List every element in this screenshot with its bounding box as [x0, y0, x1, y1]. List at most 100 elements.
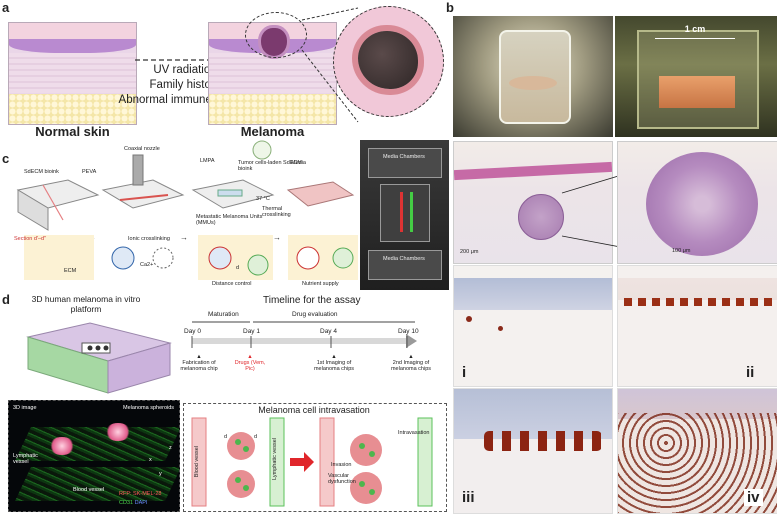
label-section: Section d'–d''	[14, 236, 47, 242]
label-spheroids: Melanoma spheroids	[123, 405, 175, 411]
media-chamber-bottom	[368, 250, 442, 280]
ihc-label-iii: iii	[462, 489, 475, 506]
confocal-3d-image: 3D image Melanoma spheroids Lymphatic ve…	[8, 400, 180, 512]
svg-text:→: →	[273, 233, 281, 242]
label-intravasation: Intravasation	[398, 430, 430, 436]
label-media: Media	[291, 160, 306, 166]
axis-z: z	[169, 445, 172, 451]
label-media-chambers-bottom: Media Chambers	[383, 256, 425, 262]
chip-photo-top	[453, 16, 613, 137]
tumor-cell-cluster	[358, 31, 418, 89]
cause-family: Family history	[149, 79, 221, 91]
event-imaging-2: ▲2nd Imaging of melanoma chips	[390, 354, 432, 373]
vessel-red	[400, 192, 403, 232]
vessel-green	[410, 192, 413, 232]
label-vascular: Vascular dysfunction	[328, 473, 356, 486]
pigment-dot	[466, 316, 472, 322]
ihc-label-ii: ii	[746, 364, 755, 381]
spheroid-1	[49, 437, 75, 455]
ihc-image-iii: iii	[453, 388, 613, 514]
chip-device-photo: Media Chambers Media Chambers	[360, 140, 449, 290]
ihc-image-ii: ii	[617, 265, 777, 387]
panel-d-letter: d	[2, 292, 10, 307]
cause-uv: UV radiation	[153, 64, 217, 76]
step2-nozzle	[101, 154, 185, 209]
label-blood: Blood vessel	[73, 487, 105, 493]
event-drugs-text: Drugs (Vem, Pic)	[234, 360, 266, 373]
label-nutrient: Nutrient supply	[302, 281, 339, 287]
phase-drug: Drug evaluation	[292, 311, 338, 318]
he-scale-left: 200 μm	[460, 249, 479, 255]
melanoma-label: Melanoma	[240, 124, 305, 139]
event-imaging-1: ▲1st Imaging of melanoma chips	[313, 354, 355, 373]
chip-photo-side: 1 cm	[615, 16, 777, 137]
normal-skin-label: Normal skin	[35, 124, 110, 139]
timeline-title: Timeline for the assay	[263, 295, 361, 306]
fabrication-schematic: → → →	[16, 140, 358, 280]
label-distance-control: Distance control	[212, 281, 252, 287]
label-lymphatic: Lymphatic vessel	[13, 453, 38, 466]
mounting-chamber	[380, 184, 430, 242]
spheroid-2	[105, 423, 131, 441]
label-blood-vessel: Blood vessel	[194, 446, 200, 478]
panel-a-letter: a	[2, 0, 10, 15]
pigment-band-ii	[624, 298, 772, 306]
axis-y: y	[159, 471, 162, 477]
label-ca: Ca2+	[140, 262, 154, 268]
ihc-epidermis-iii	[454, 389, 612, 439]
step3-lmpa	[191, 140, 275, 209]
normal-skin-illustration	[8, 22, 137, 125]
event-drugs: ▲Drugs (Vem, Pic)	[234, 354, 266, 373]
pigment-band-iii	[484, 431, 602, 451]
ihc-label-iv: iv	[744, 489, 763, 506]
event-imaging-1-text: 1st Imaging of melanoma chips	[313, 360, 355, 373]
day-4: Day 4	[320, 328, 337, 335]
label-3d-image: 3D image	[13, 405, 37, 411]
label-peva: PEVA	[82, 169, 97, 175]
legend-cd31-dapi: CD31 DAPI	[119, 500, 147, 506]
label-sdecm: SdECM bioink	[24, 169, 59, 175]
ihc-image-iv: iv	[617, 388, 777, 514]
construct-side	[659, 76, 735, 108]
intravasation-schematic	[191, 417, 433, 507]
label-lmpa: LMPA	[200, 158, 215, 164]
platform-3d-model	[26, 322, 172, 394]
construct-top	[509, 76, 557, 90]
step1-chip	[16, 179, 100, 231]
phase-maturation: Maturation	[208, 311, 239, 318]
svg-text:→: →	[180, 233, 188, 242]
section-row	[24, 235, 358, 280]
timeline-axis	[191, 321, 417, 348]
label-temp: 37 °C	[256, 196, 270, 202]
legend-cd31: CD31	[119, 500, 134, 506]
label-coaxial-nozzle: Coaxial nozzle	[124, 146, 160, 152]
legend-dapi: DAPI	[134, 500, 148, 506]
label-ionic: Ionic crosslinking	[128, 236, 170, 242]
label-lymphatic-vessel: Lymphatic vessel	[272, 438, 278, 480]
event-imaging-2-text: 2nd Imaging of melanoma chips	[390, 360, 432, 373]
event-fabrication: ▲Fabrication of melanoma chip	[180, 354, 218, 373]
ihc-epidermis-ii	[618, 278, 777, 300]
label-thermal: Thermal crosslinking	[262, 206, 291, 219]
pigment-dot	[498, 326, 503, 331]
panel-c-letter: c	[2, 151, 10, 166]
scale-label-1cm: 1 cm	[684, 24, 706, 34]
melanoma-unit-zoom	[646, 152, 758, 256]
day-0: Day 0	[184, 328, 201, 335]
event-fabrication-text: Fabrication of melanoma chip	[180, 360, 218, 373]
label-tumor-cells: Tumor cells-laden SdECM bioink	[238, 160, 302, 173]
label-mmus: Metastatic Melanoma Units (MMUs)	[196, 214, 263, 227]
tumor-zoom-circle	[333, 6, 444, 117]
day-10: Day 10	[398, 328, 419, 335]
label-invasion: Invasion	[331, 462, 352, 468]
legend-rfp: RFP: SK-MEL-28	[119, 491, 162, 497]
zoom-lines	[301, 7, 359, 123]
label-media-chambers-top: Media Chambers	[383, 154, 425, 160]
intravasation-title: Melanoma cell intravasation	[258, 405, 370, 415]
day-1: Day 1	[243, 328, 260, 335]
he-section-overview: 200 μm	[453, 141, 613, 264]
platform-title: 3D human melanoma in vitro platform	[31, 294, 141, 314]
scale-bar-1cm	[655, 38, 735, 39]
melanoma-unit-he	[518, 194, 564, 240]
tumor-highlight-circle	[245, 12, 307, 58]
